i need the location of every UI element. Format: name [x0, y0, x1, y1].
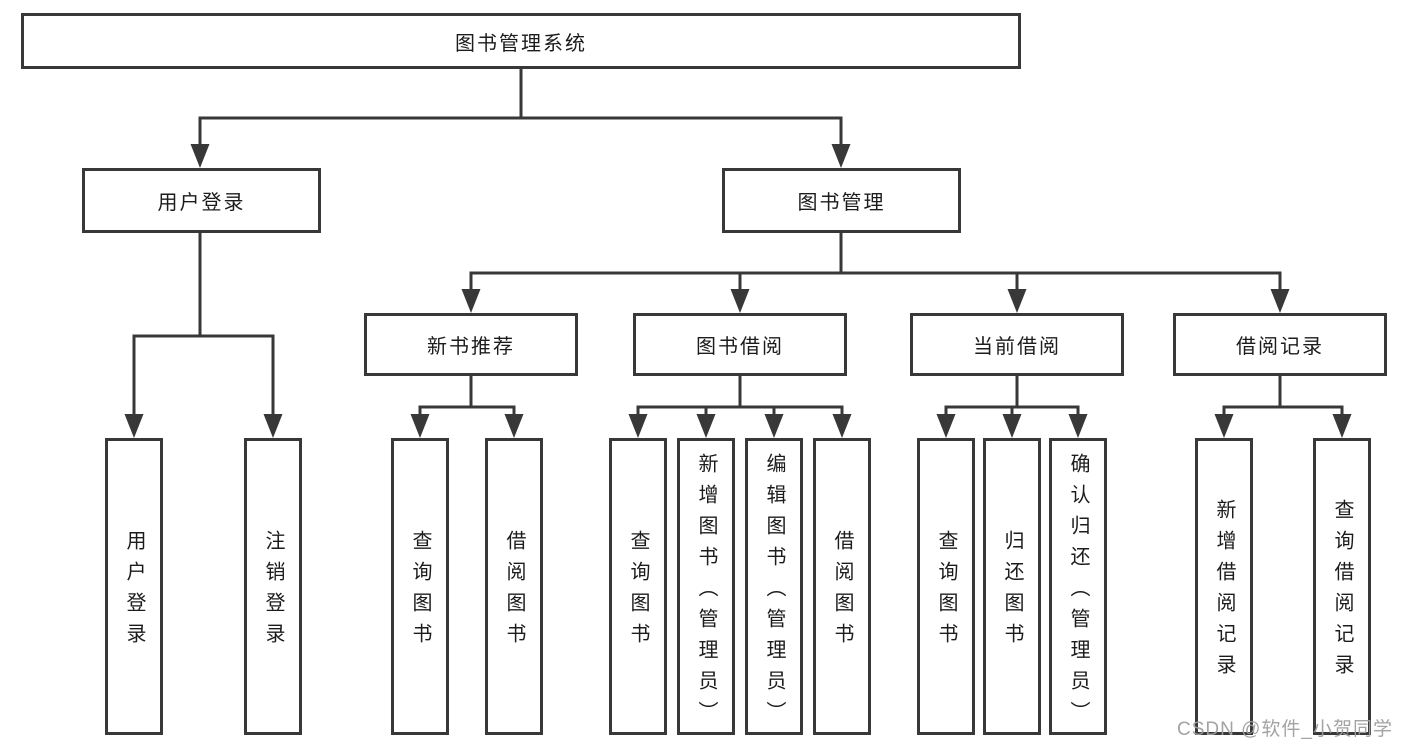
- connector-line: [636, 374, 844, 418]
- node-book-borrowing: 图书借阅: [633, 313, 847, 376]
- leaf-add-borrow-record: 新增借阅记录: [1195, 438, 1253, 735]
- node-new-book-recommendation: 新书推荐: [364, 313, 578, 376]
- leaf-logout: 注销登录: [244, 438, 302, 735]
- leaf-borrow-books-recommend-label: 借阅图书: [503, 530, 525, 654]
- leaf-query-borrow-record-label: 查询借阅记录: [1331, 499, 1353, 685]
- leaf-user-login: 用户登录: [105, 438, 163, 735]
- arrowhead-icon: [190, 144, 210, 168]
- leaf-borrow-books-recommend: 借阅图书: [485, 438, 543, 735]
- node-root-label: 图书管理系统: [455, 32, 587, 55]
- leaf-query-books-recommend-label: 查询图书: [409, 530, 431, 654]
- arrowhead-icon: [832, 414, 852, 438]
- leaf-borrow-books-borrowing-label: 借阅图书: [831, 530, 853, 654]
- connector-line: [132, 231, 275, 418]
- arrowhead-icon: [1214, 414, 1234, 438]
- connector-line: [469, 231, 1282, 292]
- leaf-query-books-borrowing-label: 查询图书: [627, 530, 649, 654]
- leaf-query-borrow-record: 查询借阅记录: [1313, 438, 1371, 735]
- node-new-book-recommendation-label: 新书推荐: [427, 336, 515, 358]
- arrowhead-icon: [764, 414, 784, 438]
- connector-line: [1222, 374, 1344, 418]
- arrowhead-icon: [696, 414, 716, 438]
- arrowhead-icon: [936, 414, 956, 438]
- node-book-borrowing-label: 图书借阅: [696, 336, 784, 358]
- arrowhead-icon: [124, 414, 144, 438]
- leaf-return-books-label: 归还图书: [1001, 530, 1023, 654]
- node-user-login: 用户登录: [82, 168, 321, 233]
- arrowhead-icon: [263, 414, 283, 438]
- connector-book-management: [461, 231, 1290, 313]
- leaf-edit-books-admin-label: 编辑图书（管理员）: [763, 452, 785, 732]
- connector-new-book-recommendation: [410, 374, 524, 438]
- arrowhead-icon: [410, 414, 430, 438]
- arrowhead-icon: [831, 144, 851, 168]
- arrowhead-icon: [1068, 414, 1088, 438]
- node-current-borrowing: 当前借阅: [910, 313, 1124, 376]
- node-borrowing-records-label: 借阅记录: [1236, 336, 1324, 358]
- arrowhead-icon: [1332, 414, 1352, 438]
- node-root: 图书管理系统: [21, 13, 1021, 69]
- arrowhead-icon: [730, 289, 750, 313]
- connector-root: [190, 67, 851, 168]
- connector-current-borrowing: [936, 374, 1088, 438]
- node-current-borrowing-label: 当前借阅: [973, 336, 1061, 358]
- leaf-query-books-borrowing: 查询图书: [609, 438, 667, 735]
- arrowhead-icon: [1270, 289, 1290, 313]
- connector-book-borrowing: [628, 374, 852, 438]
- arrowhead-icon: [1002, 414, 1022, 438]
- node-book-management-label: 图书管理: [797, 192, 886, 214]
- leaf-edit-books-admin: 编辑图书（管理员）: [745, 438, 803, 735]
- connector-borrowing-records: [1214, 374, 1352, 438]
- leaf-confirm-return-admin: 确认归还（管理员）: [1049, 438, 1107, 735]
- connector-user-login: [124, 231, 283, 438]
- arrowhead-icon: [504, 414, 524, 438]
- connector-line: [198, 67, 843, 148]
- connector-line: [418, 374, 516, 418]
- leaf-user-login-label: 用户登录: [123, 530, 145, 654]
- leaf-logout-label: 注销登录: [262, 530, 284, 654]
- leaf-query-books-recommend: 查询图书: [391, 438, 449, 735]
- arrowhead-icon: [628, 414, 648, 438]
- arrowhead-icon: [1007, 289, 1027, 313]
- node-user-login-label: 用户登录: [157, 192, 246, 214]
- leaf-return-books: 归还图书: [983, 438, 1041, 735]
- leaf-add-borrow-record-label: 新增借阅记录: [1213, 499, 1235, 685]
- leaf-add-books-admin-label: 新增图书（管理员）: [695, 452, 717, 732]
- csdn-watermark: CSDN @软件_小贺同学: [1177, 719, 1393, 740]
- arrowhead-icon: [461, 289, 481, 313]
- node-borrowing-records: 借阅记录: [1173, 313, 1387, 376]
- node-book-management: 图书管理: [722, 168, 961, 233]
- leaf-borrow-books-borrowing: 借阅图书: [813, 438, 871, 735]
- leaf-confirm-return-admin-label: 确认归还（管理员）: [1067, 452, 1089, 732]
- connector-line: [944, 374, 1080, 418]
- leaf-query-books-current: 查询图书: [917, 438, 975, 735]
- leaf-query-books-current-label: 查询图书: [935, 530, 957, 654]
- leaf-add-books-admin: 新增图书（管理员）: [677, 438, 735, 735]
